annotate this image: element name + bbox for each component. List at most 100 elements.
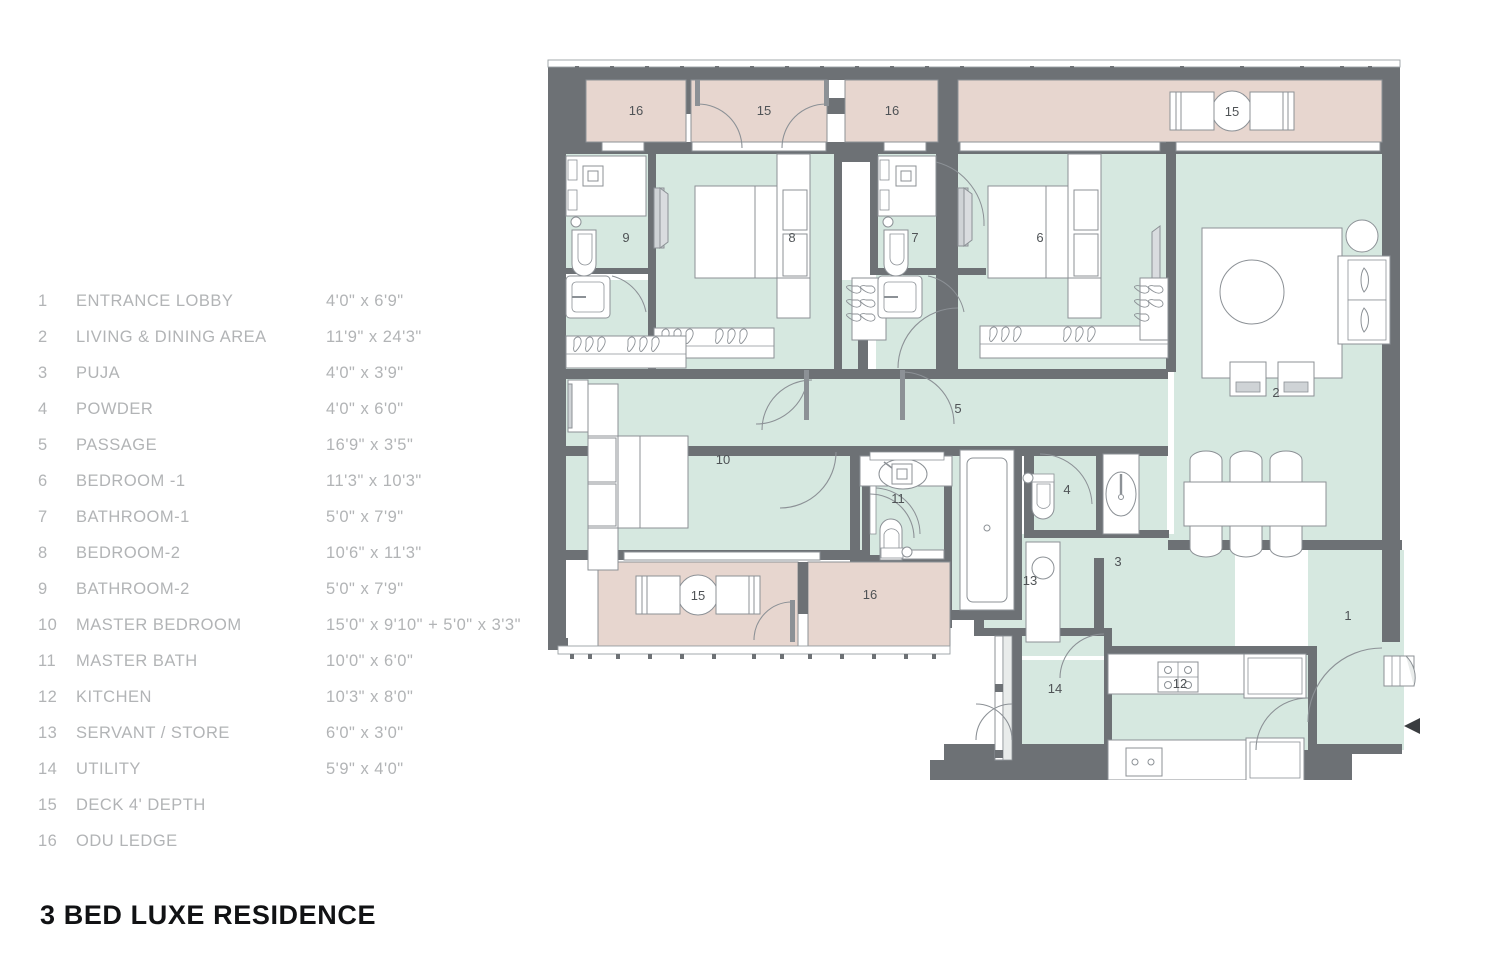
- legend-number: 15: [38, 796, 58, 814]
- room-label-1: 1: [1344, 608, 1351, 623]
- top-railing: [547, 59, 1401, 71]
- room-label-14: 14: [1048, 681, 1062, 696]
- legend-row: 16 ODU LEDGE: [38, 823, 558, 859]
- passage-wardrobe-left: [565, 335, 687, 369]
- deck-marker-labels: 15 15: [691, 104, 1239, 603]
- utility-shaft: [994, 635, 1013, 761]
- room-label-2: 2: [1272, 385, 1279, 400]
- legend-dimension: 4'0" x 3'9": [326, 364, 404, 382]
- legend-number: 6: [38, 472, 48, 490]
- legend-dimension: 5'0" x 7'9": [326, 508, 404, 526]
- room-label-9: 9: [622, 230, 629, 245]
- legend-dimension: 11'9" x 24'3": [326, 328, 422, 346]
- legend-room-name: BATHROOM-1: [76, 508, 190, 526]
- legend-dimension: 4'0" x 6'0": [326, 400, 404, 418]
- legend-number: 11: [38, 652, 57, 670]
- bathroom-2-fixtures: [565, 155, 647, 319]
- bedroom-2-furniture: [653, 153, 811, 319]
- legend-row: 2 LIVING & DINING AREA 11'9" x 24'3": [38, 319, 558, 355]
- legend-room-name: LIVING & DINING AREA: [76, 328, 267, 346]
- legend-room-name: BEDROOM-2: [76, 544, 181, 562]
- legend-row: 10 MASTER BEDROOM 15'0" x 9'10" + 5'0" x 3…: [38, 607, 558, 643]
- entry-arrow-icon: [1404, 718, 1420, 734]
- legend-row: 3 PUJA 4'0" x 3'9": [38, 355, 558, 391]
- powder-fixtures: [1022, 453, 1140, 535]
- room-label-16b: 16: [885, 103, 899, 118]
- legend-row: 5 PASSAGE 16'9" x 3'5": [38, 427, 558, 463]
- legend-row: 15 DECK 4' DEPTH: [38, 787, 558, 823]
- legend-number: 1: [38, 292, 48, 310]
- legend-row: 12 KITCHEN 10'3" x 8'0": [38, 679, 558, 715]
- floor-plan-drawing: 16 15 16 15 9 8 7 6 2 5 10 11 4 3 15 16 …: [540, 50, 1420, 780]
- legend-row: 13 SERVANT / STORE 6'0" x 3'0": [38, 715, 558, 751]
- legend-room-name: MASTER BATH: [76, 652, 198, 670]
- room-label-16a: 16: [629, 103, 643, 118]
- legend-dimension: 6'0" x 3'0": [326, 724, 404, 742]
- deck-chairs: [635, 91, 1295, 615]
- legend-number: 5: [38, 436, 48, 454]
- floor-plan-svg: 16 15 16 15 9 8 7 6 2 5 10 11 4 3 15 16 …: [547, 59, 1420, 780]
- room-label-8: 8: [788, 230, 795, 245]
- legend-room-name: POWDER: [76, 400, 154, 418]
- legend-dimension: 4'0" x 6'9": [326, 292, 404, 310]
- legend-room-name: DECK 4' DEPTH: [76, 796, 206, 814]
- room-label-7: 7: [911, 230, 918, 245]
- legend-row: 9 BATHROOM-2 5'0" x 7'9": [38, 571, 558, 607]
- master-bedroom-furniture: [567, 379, 689, 571]
- legend-dimension: 5'0" x 7'9": [326, 580, 404, 598]
- svg-text:15: 15: [691, 588, 705, 603]
- legend-number: 14: [38, 760, 58, 778]
- room-label-5: 5: [954, 401, 961, 416]
- legend-dimension: 16'9" x 3'5": [326, 436, 414, 454]
- legend-number: 8: [38, 544, 48, 562]
- legend-room-name: UTILITY: [76, 760, 141, 778]
- dining-set: [1183, 450, 1327, 558]
- legend-dimension: 15'0" x 9'10" + 5'0" x 3'3": [326, 616, 521, 634]
- room-label-15a: 15: [757, 103, 771, 118]
- living-room-furniture: [1201, 219, 1391, 397]
- legend-number: 12: [38, 688, 58, 706]
- puja-unit: [1025, 541, 1061, 643]
- legend-number: 10: [38, 616, 58, 634]
- room-label-6: 6: [1036, 230, 1043, 245]
- room-label-3: 3: [1114, 554, 1121, 569]
- page-title: 3 BED LUXE RESIDENCE: [40, 900, 377, 930]
- legend-room-name: KITCHEN: [76, 688, 152, 706]
- legend-number: 16: [38, 832, 58, 850]
- legend-room-name: PUJA: [76, 364, 121, 382]
- legend-number: 2: [38, 328, 48, 346]
- door-swings: [695, 80, 1383, 751]
- legend-dimension: 11'3" x 10'3": [326, 472, 422, 490]
- legend-room-name: MASTER BEDROOM: [76, 616, 242, 634]
- legend-number: 13: [38, 724, 58, 742]
- bathtub: [959, 449, 1015, 611]
- room-label-12: 12: [1173, 676, 1187, 691]
- legend-row: 7 BATHROOM-1 5'0" x 7'9": [38, 499, 558, 535]
- legend-room-name: PASSAGE: [76, 436, 158, 454]
- legend-dimension: 10'0" x 6'0": [326, 652, 414, 670]
- legend-number: 9: [38, 580, 48, 598]
- legend-room-name: ODU LEDGE: [76, 832, 178, 850]
- svg-text:15: 15: [1225, 104, 1239, 119]
- master-bath-fixtures: [859, 455, 953, 561]
- legend-number: 7: [38, 508, 48, 526]
- legend-room-name: BATHROOM-2: [76, 580, 190, 598]
- legend-dimension: 10'3" x 8'0": [326, 688, 414, 706]
- room-label-16c: 16: [863, 587, 877, 602]
- room-label-13: 13: [1023, 573, 1037, 588]
- kitchen-fittings: [1107, 653, 1307, 780]
- exterior-utility-niche: [1383, 655, 1416, 687]
- bedroom-1-wardrobe: [979, 325, 1169, 359]
- bath1-linen-closet: [1134, 277, 1169, 341]
- shower-cubicle: [869, 451, 945, 535]
- room-label-10: 10: [716, 452, 730, 467]
- legend-number: 3: [38, 364, 48, 382]
- bathroom-1-fixtures: [877, 155, 985, 319]
- legend-room-name: SERVANT / STORE: [76, 724, 230, 742]
